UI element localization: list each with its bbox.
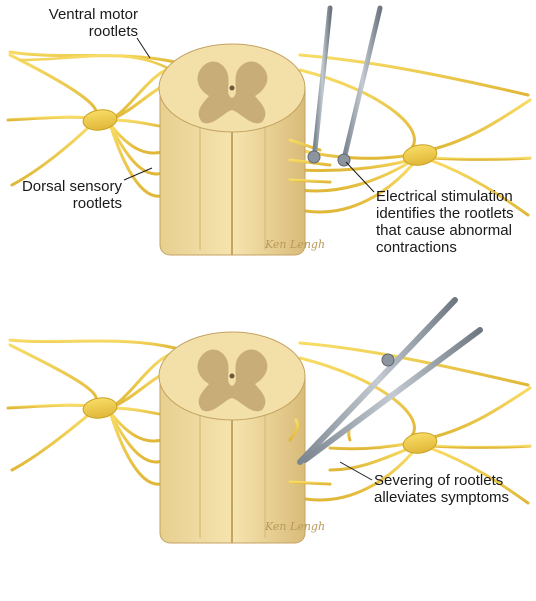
label-electrical-stimulation: Electrical stimulation identifies the ro… bbox=[376, 188, 514, 256]
grey-matter-top bbox=[197, 61, 268, 124]
dorsal-root-ganglion-right-bottom bbox=[402, 432, 438, 454]
artist-signature-bottom: Ken Lengh bbox=[264, 520, 325, 533]
spinal-cord-bottom bbox=[158, 331, 306, 544]
leaders-bottom bbox=[339, 461, 373, 481]
dorsal-root-ganglion-left-bottom bbox=[82, 397, 118, 419]
top-panel: Ken Lengh bbox=[6, 5, 532, 256]
right-nerve-bundle-top bbox=[298, 53, 532, 217]
label-ventral-motor-rootlets: Ventral motor rootlets bbox=[48, 6, 138, 40]
artist-signature-top: Ken Lengh bbox=[264, 238, 325, 251]
stimulation-forceps bbox=[307, 5, 383, 167]
dorsal-root-ganglion-right-top bbox=[402, 144, 438, 166]
label-severing-of-rootlets: Severing of rootlets alleviates symptoms bbox=[374, 472, 510, 506]
surgical-scissors bbox=[297, 297, 483, 465]
spinal-cord-top bbox=[158, 43, 306, 256]
dorsal-root-ganglion-left-top bbox=[82, 109, 118, 131]
leaders-top bbox=[123, 37, 375, 193]
bottom-panel: Ken Lengh bbox=[6, 297, 532, 544]
grey-matter-bottom bbox=[197, 349, 268, 412]
label-dorsal-sensory-rootlets: Dorsal sensory rootlets bbox=[21, 178, 122, 212]
